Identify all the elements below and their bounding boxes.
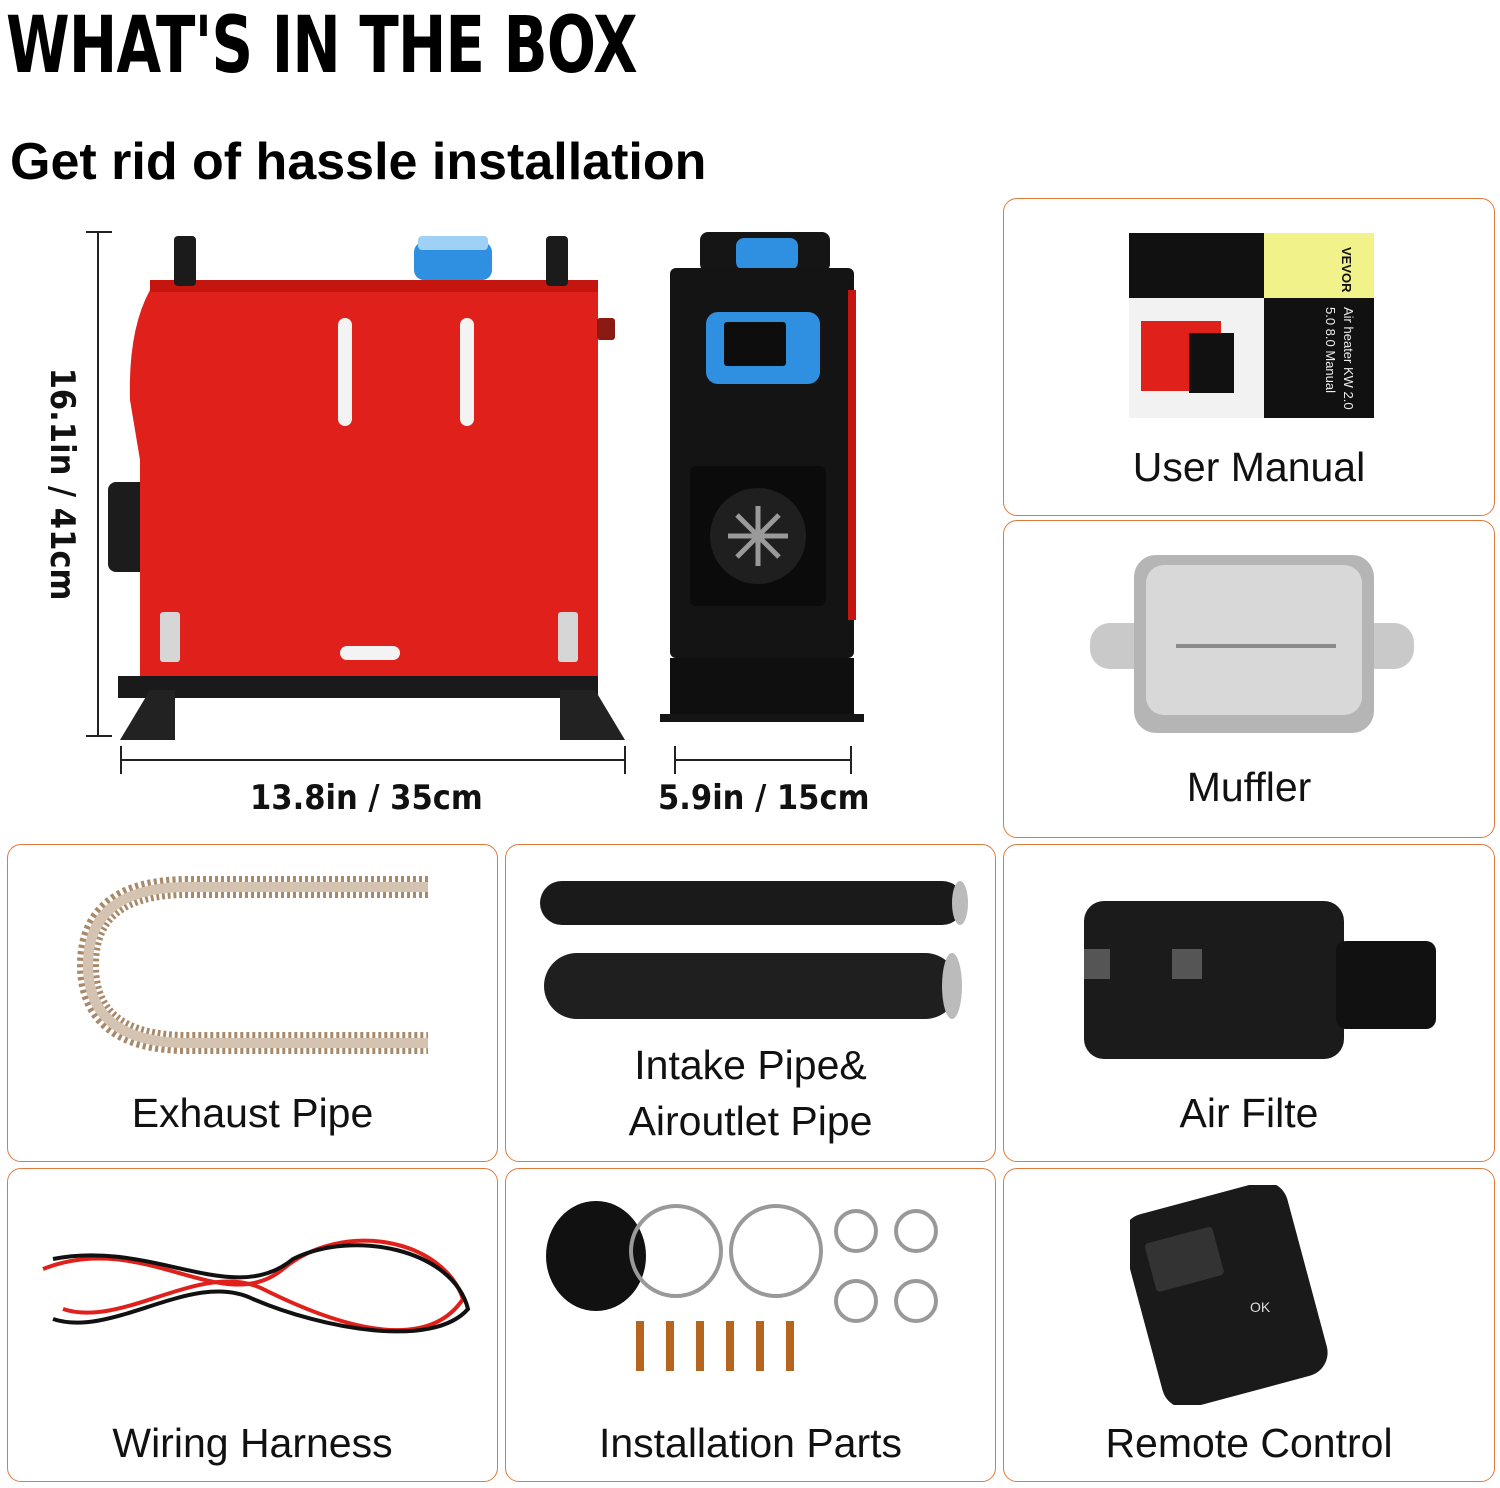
manual-text-line2: 5.0 8.0 Manual (1323, 307, 1338, 394)
heater-illustration (86, 231, 864, 774)
item-label: Installation Parts (598, 1420, 903, 1466)
heater-side-view (108, 236, 625, 740)
width-label: 13.8in / 35cm (250, 778, 483, 818)
depth-label: 5.9in / 15cm (658, 778, 870, 818)
item-label: Muffler (1186, 764, 1312, 810)
item-label: User Manual (1132, 444, 1366, 490)
item-card-muffler: Muffler (1003, 520, 1495, 838)
muffler-image (1090, 555, 1414, 733)
height-label: 16.1in / 41cm (42, 367, 82, 601)
installation-parts-image (546, 1201, 938, 1371)
intake-pipe-image (540, 881, 968, 1019)
wiring-harness-image (42, 1238, 471, 1334)
item-card-intake-pipe: Intake Pipe& Airoutlet Pipe (505, 844, 996, 1162)
item-card-wiring-harness: Wiring Harness (7, 1168, 498, 1482)
heater-front-view (660, 232, 864, 722)
depth-dimension-line (674, 746, 852, 774)
item-card-user-manual: VEVOR Air heater KW 2.0 5.0 8.0 Manual U… (1003, 198, 1495, 516)
air-filter-image (1084, 901, 1436, 1059)
height-dimension-line (86, 231, 112, 737)
item-card-installation-parts: Installation Parts (505, 1168, 996, 1482)
item-label: Remote Control (1105, 1420, 1393, 1466)
item-card-exhaust-pipe: Exhaust Pipe (7, 844, 498, 1162)
item-label: Exhaust Pipe (131, 1090, 374, 1136)
remote-ok-button-label: OK (1250, 1299, 1271, 1315)
item-card-air-filter: Air Filte (1003, 844, 1495, 1162)
exhaust-pipe-image (76, 876, 428, 1054)
remote-control-image (1130, 1185, 1328, 1405)
item-card-remote-control: OK Remote Control (1003, 1168, 1495, 1482)
width-dimension-line (120, 746, 626, 774)
page-subtitle: Get rid of hassle installation (10, 133, 707, 191)
item-label-line2: Airoutlet Pipe (628, 1098, 873, 1144)
item-label: Air Filte (1179, 1090, 1319, 1136)
manual-brand: VEVOR (1339, 247, 1354, 293)
page-title: WHAT'S IN THE BOX (6, 1, 638, 91)
user-manual-image (1129, 233, 1374, 418)
item-label-line1: Intake Pipe& (634, 1042, 867, 1088)
manual-text-line1: Air heater KW 2.0 (1341, 307, 1356, 410)
item-label: Wiring Harness (112, 1420, 393, 1466)
